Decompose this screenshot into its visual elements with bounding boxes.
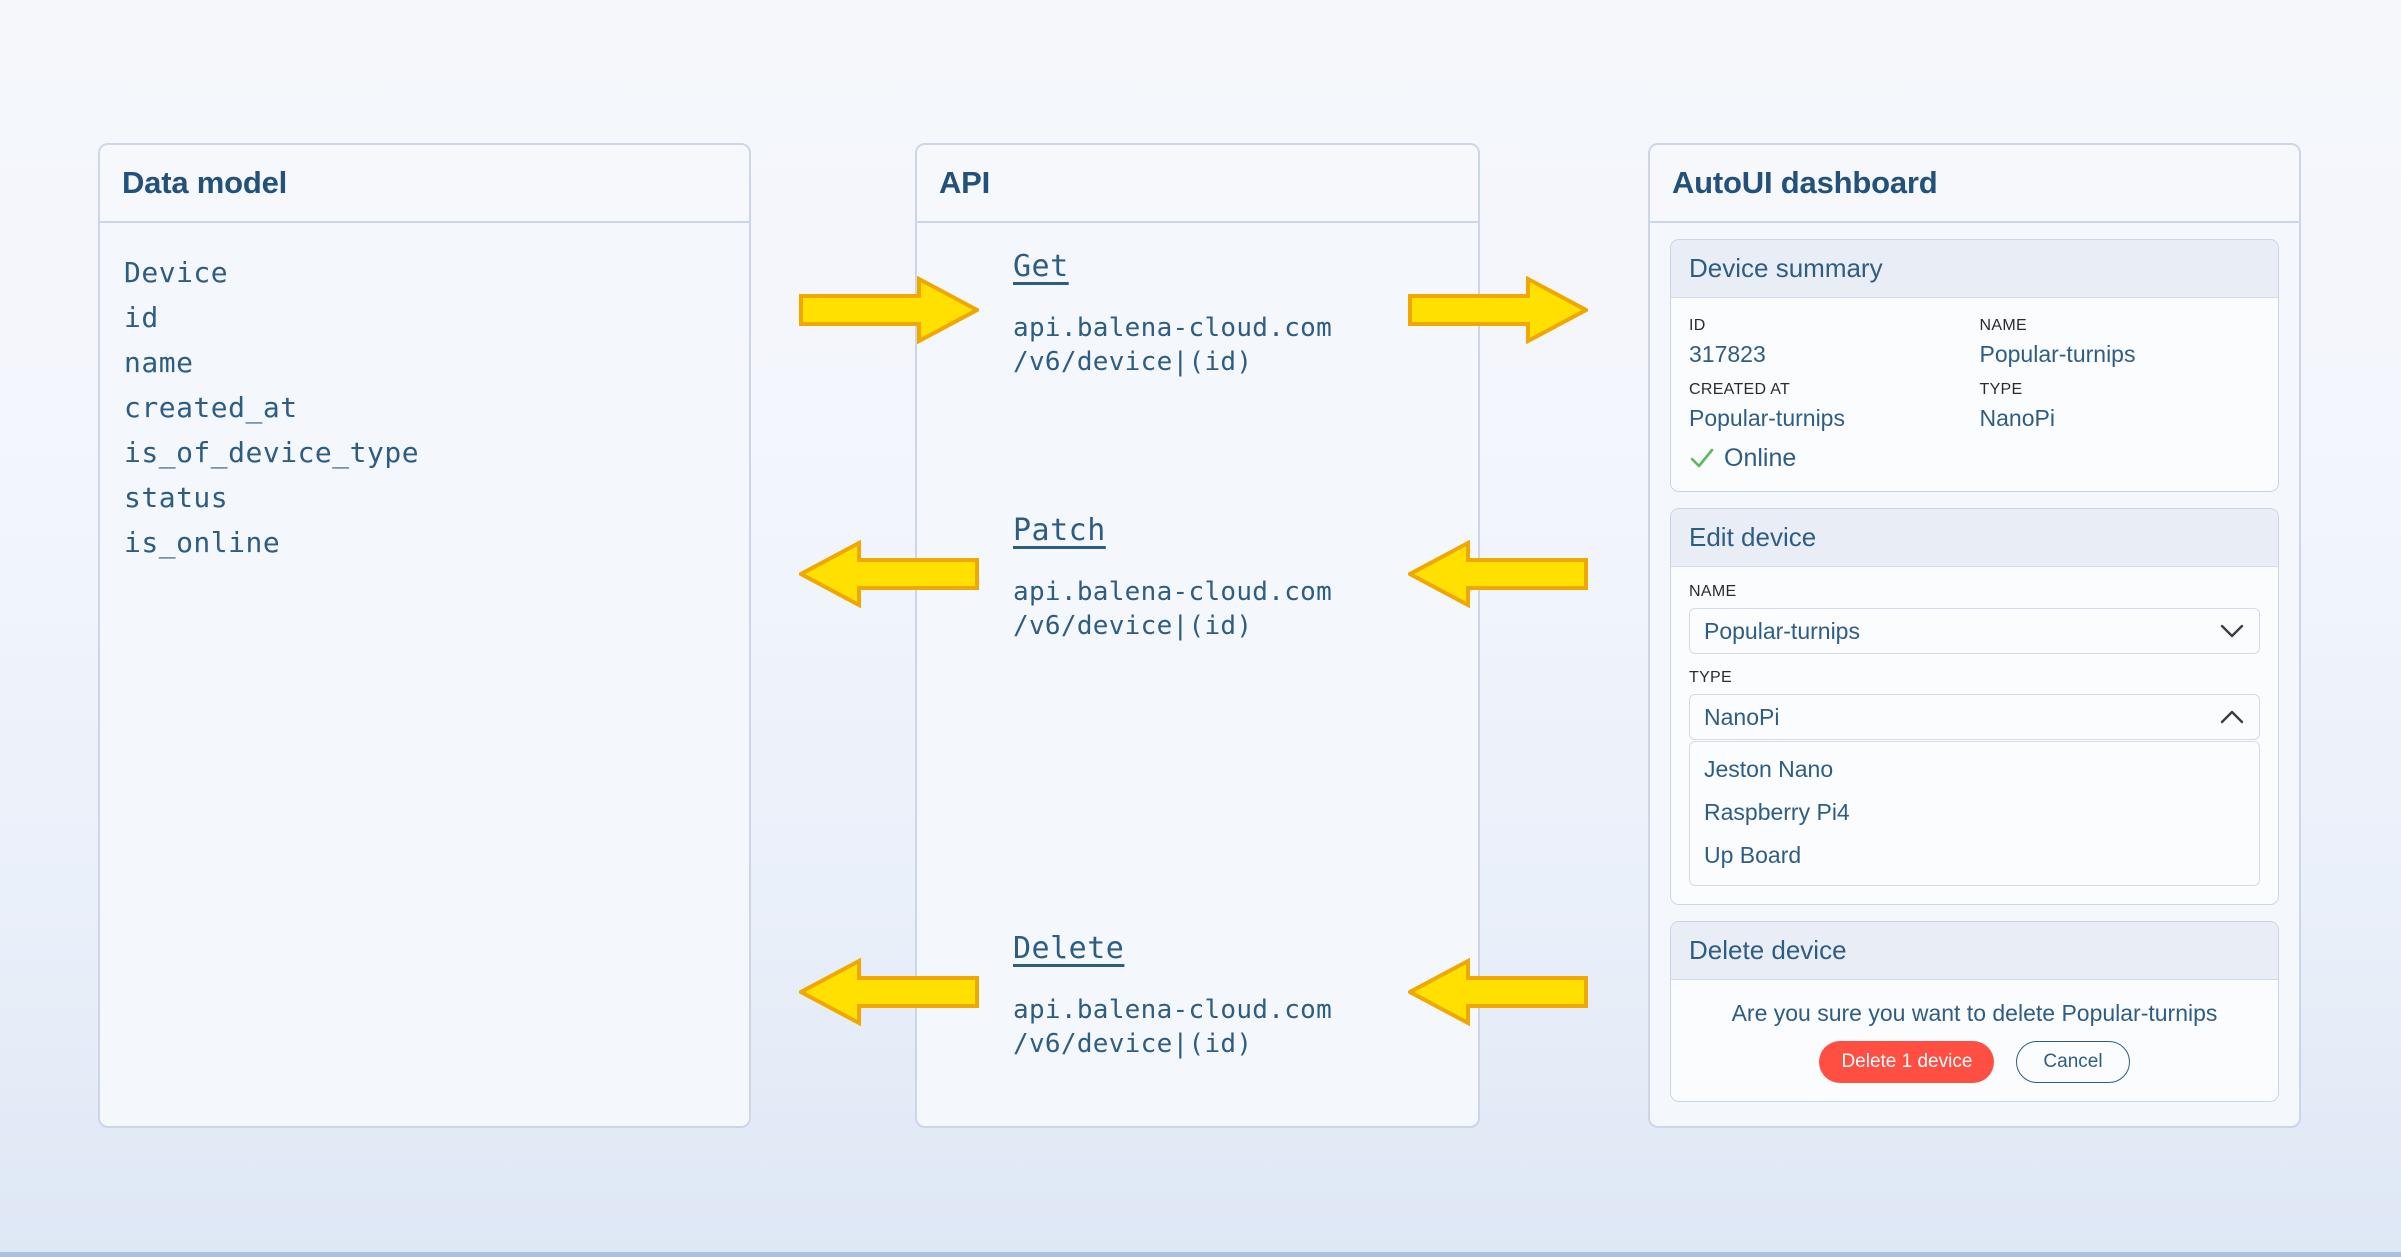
summary-value-name: Popular-turnips — [1979, 341, 2136, 367]
edit-type-value: NanoPi — [1704, 703, 1780, 730]
data-model-field: created_at — [124, 391, 298, 424]
dashboard-panel-header: AutoUI dashboard — [1650, 145, 2299, 223]
cancel-button[interactable]: Cancel — [2016, 1041, 2130, 1083]
data-model-field: Device — [124, 256, 229, 289]
edit-type-label: TYPE — [1689, 669, 1732, 686]
summary-value-created-at: Popular-turnips — [1689, 405, 1845, 431]
dashboard-title: AutoUI dashboard — [1672, 165, 1938, 200]
device-summary-card-header: Device summary — [1671, 240, 2278, 298]
delete-device-card-body: Are you sure you want to delete Popular-… — [1671, 980, 2278, 1101]
api-endpoint-delete: Delete api.balena-cloud.com /v6/device|(… — [1013, 931, 1332, 1062]
api-title: API — [939, 165, 991, 200]
edit-device-card-header: Edit device — [1671, 509, 2278, 567]
api-verb-patch[interactable]: Patch — [1013, 513, 1106, 548]
data-model-field-list: Device id name created_at is_of_device_t… — [100, 223, 749, 566]
dropdown-option-jeston-nano[interactable]: Jeston Nano — [1704, 756, 1834, 782]
data-model-panel: Data model Device id name created_at is_… — [98, 143, 751, 1128]
device-summary-title: Device summary — [1689, 253, 1883, 283]
device-summary-card: Device summary ID NAME 317823 Popular-tu… — [1670, 239, 2279, 492]
edit-device-title: Edit device — [1689, 522, 1817, 552]
data-model-field: status — [124, 481, 229, 514]
summary-label-id: ID — [1689, 317, 1706, 334]
edit-type-select[interactable]: NanoPi — [1689, 694, 2260, 740]
summary-label-type: TYPE — [1979, 381, 2023, 398]
data-model-title: Data model — [122, 165, 288, 200]
summary-label-created-at: CREATED AT — [1689, 381, 1791, 398]
delete-device-card-header: Delete device — [1671, 922, 2278, 980]
api-url-delete: api.balena-cloud.com /v6/device|(id) — [1013, 995, 1333, 1060]
edit-type-dropdown-list: Jeston Nano Raspberry Pi4 Up Board — [1689, 741, 2260, 886]
api-endpoint-patch: Patch api.balena-cloud.com /v6/device|(i… — [1013, 513, 1332, 644]
data-model-field: name — [124, 346, 194, 379]
check-icon — [1689, 446, 1715, 472]
arrow-api-delete-to-model-icon — [799, 958, 979, 1026]
delete-device-title: Delete device — [1689, 935, 1847, 965]
device-status-text: Online — [1724, 444, 1797, 472]
api-url-patch: api.balena-cloud.com /v6/device|(id) — [1013, 577, 1333, 642]
edit-name-value: Popular-turnips — [1704, 617, 1860, 644]
api-endpoint-get: Get api.balena-cloud.com /v6/device|(id) — [1013, 249, 1332, 380]
api-panel: API Get api.balena-cloud.com /v6/device|… — [915, 143, 1480, 1128]
edit-name-label: NAME — [1689, 583, 1737, 600]
dropdown-option-up-board[interactable]: Up Board — [1704, 842, 1802, 868]
api-verb-delete[interactable]: Delete — [1013, 931, 1125, 966]
arrow-api-get-to-dashboard-icon — [1408, 276, 1588, 344]
arrow-model-to-api-get-icon — [799, 276, 979, 344]
delete-device-card: Delete device Are you sure you want to d… — [1670, 921, 2279, 1102]
edit-device-card-body: NAME Popular-turnips TYPE NanoPi — [1671, 567, 2278, 904]
api-verb-get[interactable]: Get — [1013, 249, 1069, 284]
data-model-field: id — [124, 301, 159, 334]
device-summary-grid: ID NAME 317823 Popular-turnips CREATED A… — [1689, 314, 2260, 436]
edit-device-card: Edit device NAME Popular-turnips TYPE Na… — [1670, 508, 2279, 905]
arrow-api-patch-to-model-icon — [799, 540, 979, 608]
autoui-dashboard-panel: AutoUI dashboard Device summary ID NAME … — [1648, 143, 2301, 1128]
device-status-row: Online — [1689, 444, 2260, 473]
delete-device-button[interactable]: Delete 1 device — [1819, 1041, 1995, 1083]
arrow-dashboard-to-api-delete-icon — [1408, 958, 1588, 1026]
data-model-field: is_of_device_type — [124, 436, 420, 469]
data-model-panel-body: Device id name created_at is_of_device_t… — [100, 223, 749, 1126]
dropdown-option-raspberry-pi4[interactable]: Raspberry Pi4 — [1704, 799, 1850, 825]
api-panel-header: API — [917, 145, 1478, 223]
summary-value-id: 317823 — [1689, 341, 1766, 367]
delete-button-row: Delete 1 device Cancel — [1689, 1041, 2260, 1083]
edit-name-select[interactable]: Popular-turnips — [1689, 608, 2260, 654]
summary-value-type: NanoPi — [1979, 405, 2055, 431]
dashboard-panel-body: Device summary ID NAME 317823 Popular-tu… — [1650, 223, 2299, 1126]
chevron-down-icon[interactable] — [2219, 623, 2245, 639]
device-summary-card-body: ID NAME 317823 Popular-turnips CREATED A… — [1671, 298, 2278, 491]
api-panel-body: Get api.balena-cloud.com /v6/device|(id)… — [917, 223, 1478, 1126]
data-model-field: is_online — [124, 526, 281, 559]
delete-confirm-text: Are you sure you want to delete Popular-… — [1731, 1000, 2218, 1026]
data-model-panel-header: Data model — [100, 145, 749, 223]
summary-label-name: NAME — [1979, 317, 2027, 334]
arrow-dashboard-to-api-patch-icon — [1408, 540, 1588, 608]
api-url-get: api.balena-cloud.com /v6/device|(id) — [1013, 313, 1333, 378]
chevron-up-icon[interactable] — [2219, 709, 2245, 725]
